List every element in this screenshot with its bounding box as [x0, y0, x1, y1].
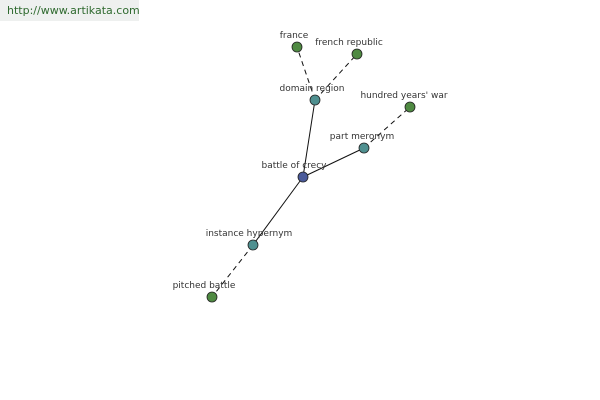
node-label-french: french republic: [315, 38, 383, 48]
edge-center-part: [302, 147, 365, 178]
edges-layer: [211, 46, 411, 298]
edge-domain-french: [314, 53, 358, 101]
watermark-url: http://www.artikata.com: [0, 0, 140, 21]
node-center[interactable]: [297, 171, 309, 183]
node-label-center: battle of crecy: [262, 161, 328, 171]
node-label-france: france: [280, 31, 309, 41]
node-part[interactable]: [358, 142, 370, 154]
node-france[interactable]: [291, 41, 303, 53]
edge-center-domain: [302, 99, 316, 178]
node-pitched[interactable]: [206, 291, 218, 303]
nodes-layer: [206, 41, 416, 303]
node-domain[interactable]: [309, 94, 321, 106]
node-label-part: part meronym: [330, 132, 394, 142]
node-label-hundred: hundred years' war: [360, 91, 447, 101]
edge-part-hundred: [363, 106, 411, 149]
edge-center-instance: [252, 176, 304, 246]
labels-layer: battle of crecy domain region part meronym…: [173, 31, 448, 291]
node-label-pitched: pitched battle: [173, 281, 236, 291]
node-instance[interactable]: [247, 239, 259, 251]
edge-instance-pitched: [211, 244, 254, 298]
node-hundred[interactable]: [404, 101, 416, 113]
node-label-domain: domain region: [279, 84, 344, 94]
edge-domain-france: [296, 46, 316, 101]
node-label-instance: instance hypernym: [206, 229, 293, 239]
node-french[interactable]: [351, 48, 363, 60]
